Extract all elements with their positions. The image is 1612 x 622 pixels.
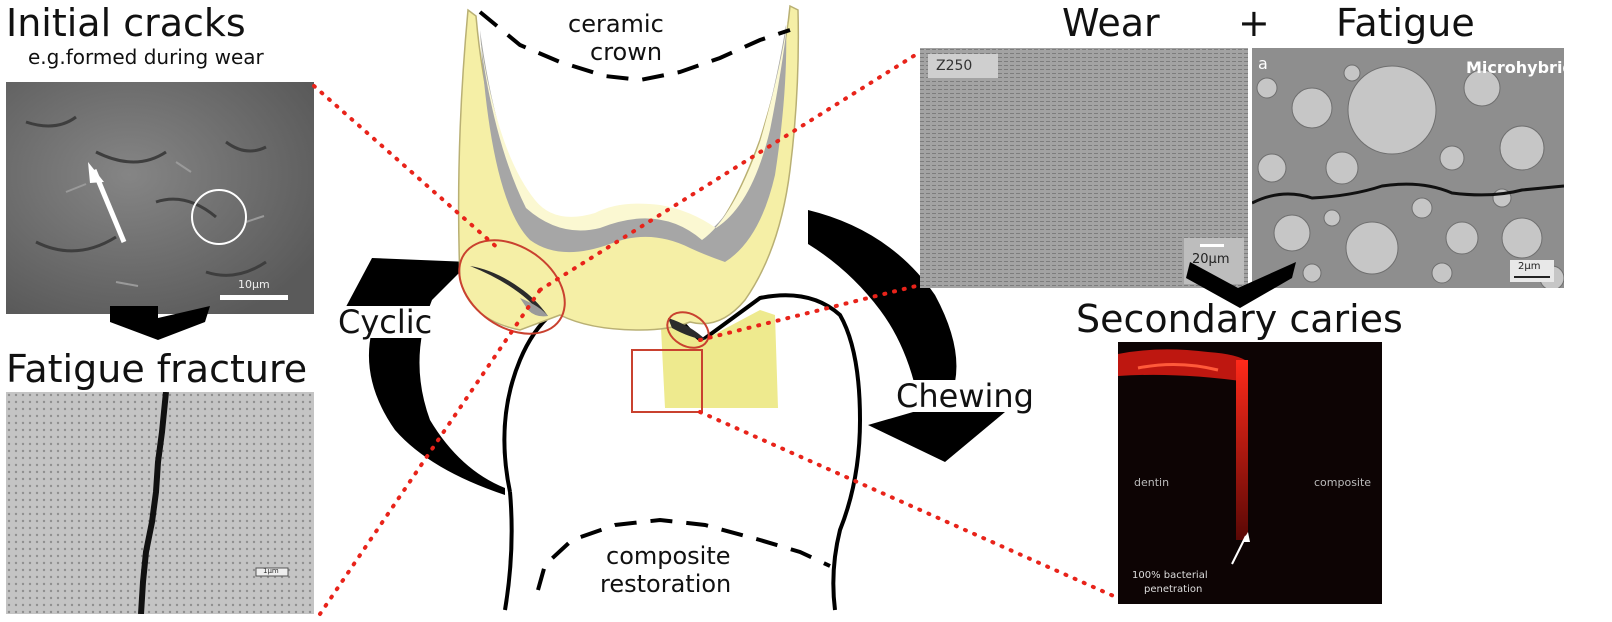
- composite-restoration-block: [660, 308, 778, 408]
- secondary-caries-micrograph: dentin composite 100% bacterial penetrat…: [1118, 342, 1382, 604]
- caries-fluorescence: [1118, 342, 1382, 604]
- initial-cracks-scalebar: [220, 295, 288, 300]
- fatigue-title: Fatigue: [1336, 1, 1475, 45]
- initial-cracks-micrograph: 10µm: [6, 82, 314, 314]
- fracture-crack: [138, 392, 169, 614]
- initial-cracks-texture: [6, 82, 314, 314]
- initial-cracks-arrow-head: [88, 162, 104, 183]
- composite-dashed-outline: [536, 517, 831, 591]
- initial-cracks-circle-marker: [191, 189, 247, 245]
- caries-note-line1: 100% bacterial: [1132, 570, 1208, 581]
- fatigue-fracture-texture: [6, 392, 314, 614]
- wear-title: Wear: [1062, 1, 1160, 45]
- chewing-label: Chewing: [894, 377, 1036, 415]
- fatigue-fracture-micrograph: 1µm: [6, 392, 314, 614]
- fatigue-fracture-scale-label: 1µm: [263, 567, 279, 575]
- initial-cracks-title: Initial cracks: [6, 1, 246, 45]
- caries-site-square: [631, 349, 703, 413]
- microhybrid-crack: [1252, 182, 1564, 205]
- z250-micrograph: Z250 20µm: [920, 48, 1248, 288]
- initial-cracks-subtitle: e.g.formed during wear: [28, 45, 264, 69]
- caries-note-line2: penetration: [1144, 584, 1203, 595]
- microhybrid-letter: a: [1258, 54, 1268, 73]
- microhybrid-micrograph: a Microhybrid 2µm: [1252, 48, 1564, 288]
- microhybrid-label: Microhybrid: [1466, 58, 1564, 77]
- fatigue-fracture-title: Fatigue fracture: [6, 347, 308, 391]
- crown-label: crown: [590, 38, 663, 66]
- initial-cracks-scale-label: 10µm: [238, 278, 270, 291]
- fracture-scalebar: [255, 567, 289, 577]
- restoration-label: restoration: [600, 570, 732, 598]
- caries-dentin-label: dentin: [1134, 476, 1170, 489]
- crown-dashed-outline: [478, 10, 791, 83]
- z250-label: Z250: [936, 58, 973, 74]
- caries-composite-label: composite: [1314, 476, 1372, 489]
- microhybrid-texture: [1252, 48, 1564, 288]
- z250-scale-label: 20µm: [1192, 252, 1230, 267]
- crown-crack-ellipse: [458, 239, 566, 335]
- plus-sign: +: [1238, 1, 1270, 45]
- tooth-outline: [502, 289, 863, 611]
- cyclic-label: Cyclic: [336, 303, 435, 341]
- ceramic-label: ceramic: [568, 10, 664, 38]
- dotted-connectors: [312, 50, 1120, 616]
- secondary-caries-title: Secondary caries: [1076, 297, 1403, 341]
- composite-label: composite: [606, 542, 731, 570]
- restoration-crack-detail: [668, 318, 706, 340]
- restoration-crack-ellipse: [666, 311, 710, 349]
- caries-penetration-band: [1236, 360, 1248, 540]
- z250-texture: [920, 48, 1248, 288]
- microhybrid-scale-label: 2µm: [1518, 261, 1541, 272]
